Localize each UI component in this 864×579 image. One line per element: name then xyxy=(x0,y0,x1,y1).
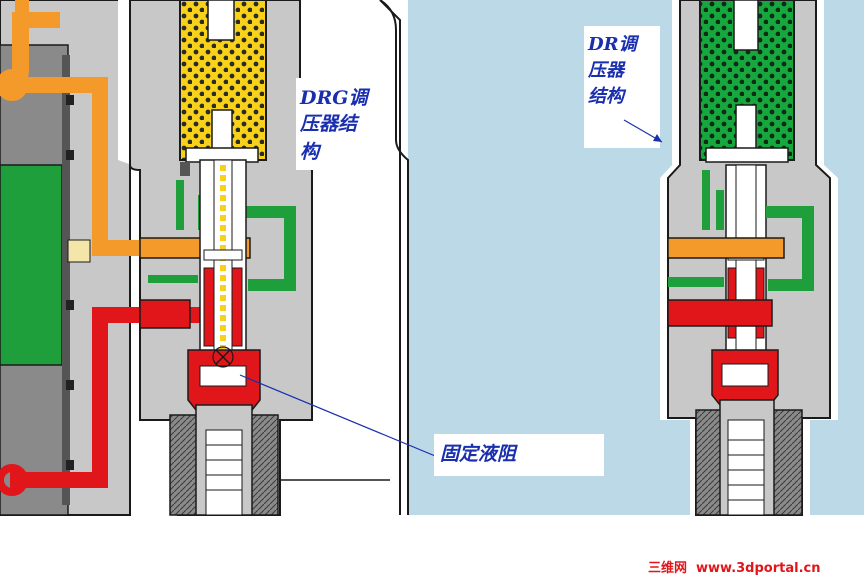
drg-regulator xyxy=(0,0,409,516)
drg-label-line-1: DRG调 xyxy=(299,87,370,109)
dr-label-line-3: 结构 xyxy=(588,86,627,107)
fixed-orifice-label-box xyxy=(434,434,604,476)
pointer-arrow-icon xyxy=(623,119,663,143)
dr-regulator xyxy=(660,0,838,516)
drg-label-line-2: 压器结 xyxy=(299,113,360,135)
drg-label-line-3: 构 xyxy=(300,141,322,163)
dr-label-line-1: DR调 xyxy=(587,34,640,55)
green-passage xyxy=(246,206,296,291)
drg-label-box xyxy=(296,78,388,170)
dr-label-line-2: 压器 xyxy=(587,60,626,81)
watermark-prefix: 三维网 xyxy=(648,560,687,576)
dr-label-box xyxy=(584,26,660,148)
orifice-leader-line xyxy=(239,374,441,459)
throttle-symbol-icon xyxy=(212,346,234,368)
green-chamber xyxy=(0,164,63,366)
fixed-orifice-label: 固定液阻 xyxy=(440,443,518,465)
watermark-url: www.3dportal.cn xyxy=(696,561,820,576)
